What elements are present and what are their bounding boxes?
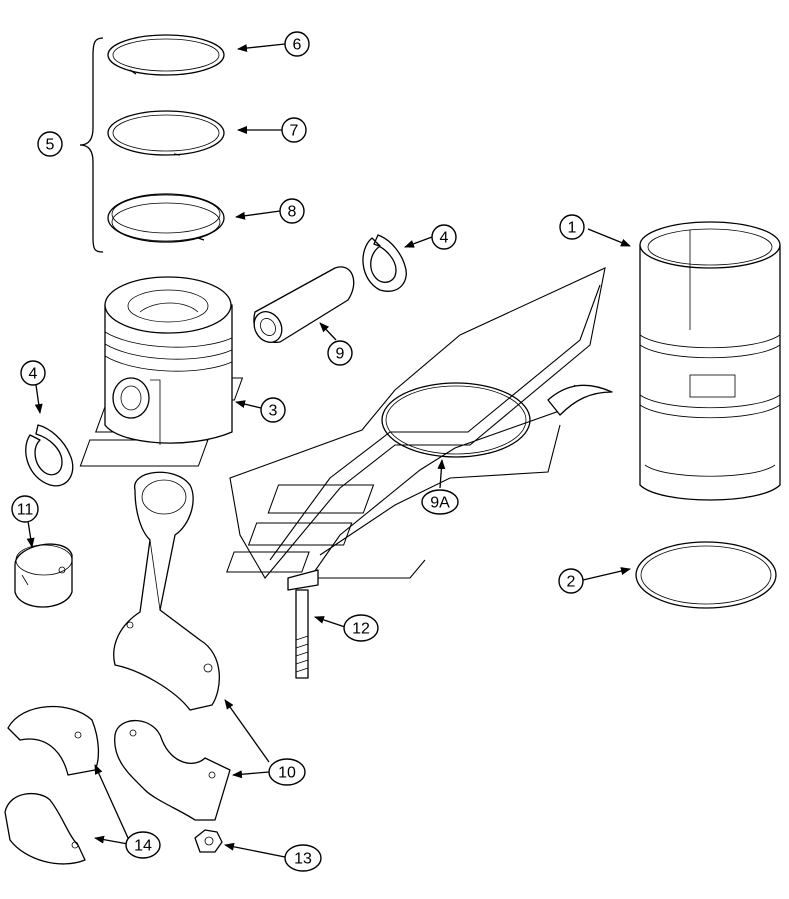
connecting-rod-cap xyxy=(114,719,231,821)
svg-text:11: 11 xyxy=(17,502,34,519)
oil-control-ring xyxy=(107,193,225,243)
callout-6: 6 xyxy=(284,31,310,57)
svg-text:4: 4 xyxy=(29,366,38,383)
callout-4-upper: 4 xyxy=(431,224,457,250)
svg-text:5: 5 xyxy=(46,137,55,154)
callout-11: 11 xyxy=(11,495,39,523)
piston-pin xyxy=(253,266,355,343)
svg-text:2: 2 xyxy=(567,574,576,591)
svg-text:6: 6 xyxy=(293,37,302,54)
piston-ring-top xyxy=(107,34,225,76)
snap-ring-lower xyxy=(25,424,74,487)
leader-lines xyxy=(26,43,631,858)
svg-text:9: 9 xyxy=(336,346,345,363)
svg-text:9A: 9A xyxy=(430,495,450,512)
svg-text:13: 13 xyxy=(294,851,312,868)
ring-set-bracket xyxy=(79,37,104,253)
bearing-shell-lower xyxy=(4,792,86,865)
svg-text:12: 12 xyxy=(352,621,370,638)
callout-12: 12 xyxy=(343,614,379,642)
callout-9: 9 xyxy=(327,340,353,366)
svg-text:1: 1 xyxy=(568,220,577,237)
callout-2: 2 xyxy=(558,568,584,594)
callout-14: 14 xyxy=(125,831,161,859)
connecting-rod-bolt xyxy=(287,569,319,679)
svg-text:10: 10 xyxy=(278,765,296,782)
connecting-rod xyxy=(113,471,220,711)
snap-ring-upper xyxy=(362,234,407,292)
callout-7: 7 xyxy=(281,117,307,143)
callout-1: 1 xyxy=(559,214,585,240)
liner-o-ring xyxy=(635,541,777,609)
callout-8: 8 xyxy=(279,198,305,224)
piston xyxy=(104,276,233,445)
svg-text:8: 8 xyxy=(288,204,297,221)
callout-4-lower: 4 xyxy=(20,360,46,386)
svg-text:7: 7 xyxy=(290,123,299,140)
callout-9a: 9A xyxy=(421,489,459,515)
callout-3: 3 xyxy=(260,397,286,423)
piston-ring-middle xyxy=(107,110,225,156)
connecting-rod-bushing xyxy=(14,543,73,608)
seal-ring-9a xyxy=(381,382,531,458)
cylinder-liner xyxy=(639,221,781,501)
bearing-shell-upper xyxy=(7,705,100,776)
callout-5: 5 xyxy=(37,131,63,157)
callout-10: 10 xyxy=(268,758,306,786)
svg-text:3: 3 xyxy=(269,403,278,420)
callout-13: 13 xyxy=(284,844,322,872)
svg-text:14: 14 xyxy=(134,838,152,855)
connecting-rod-nut xyxy=(194,829,223,853)
svg-text:4: 4 xyxy=(440,230,449,247)
